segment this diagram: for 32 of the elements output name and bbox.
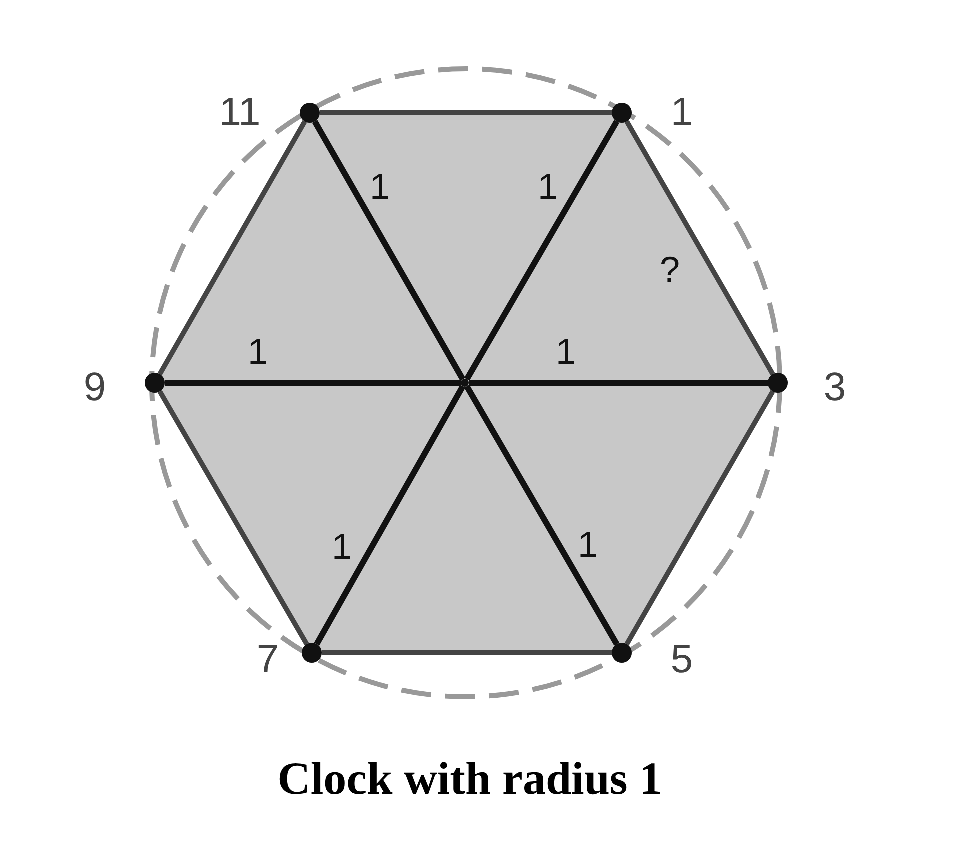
line-segment — [158, 390, 310, 646]
edge-label: 1 — [578, 524, 598, 566]
edge-label: ? — [660, 249, 680, 291]
point-dot — [300, 103, 320, 123]
point-dot — [612, 643, 632, 663]
line-segment — [464, 120, 620, 382]
line-segment — [464, 384, 620, 646]
clock-number: 3 — [824, 366, 846, 410]
clock-number: 7 — [256, 638, 280, 682]
line-segment — [624, 390, 776, 646]
line-segment — [158, 120, 308, 376]
edge-label: 1 — [370, 166, 390, 208]
line-segment — [322, 650, 612, 656]
clock-number: 5 — [670, 638, 694, 682]
edge-label: 1 — [538, 166, 558, 208]
line-segment — [312, 120, 466, 382]
clock-number: 1 — [670, 90, 694, 136]
line-segment — [314, 385, 466, 646]
edge-label: 1 — [248, 331, 268, 373]
point-dot — [768, 373, 788, 393]
line-segment — [165, 380, 461, 386]
line-segment — [469, 380, 768, 386]
caption: Clock with radius 1 — [276, 752, 664, 805]
edge-label: 1 — [332, 526, 352, 568]
line-segment — [624, 120, 776, 376]
line-segment — [320, 110, 612, 116]
point-dot — [612, 103, 632, 123]
point-dot — [145, 373, 165, 393]
edge-label: 1 — [556, 331, 576, 373]
point-dot — [302, 643, 322, 663]
clock-number: 9 — [84, 366, 106, 410]
clock-number: 11 — [219, 90, 261, 136]
